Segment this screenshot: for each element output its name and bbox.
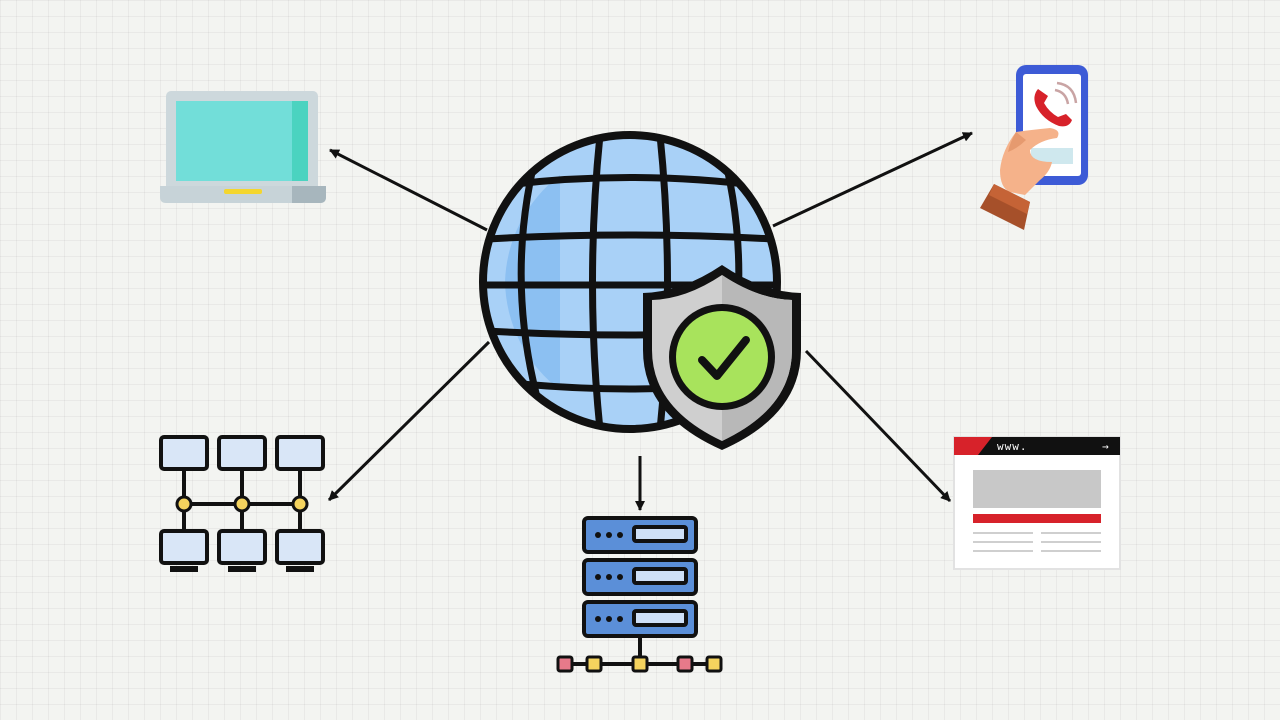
browser-url-label: www. bbox=[997, 440, 1028, 453]
network-computer-row-top bbox=[159, 435, 325, 471]
shield-check-icon bbox=[643, 265, 801, 450]
arrow-to-phone bbox=[772, 131, 973, 228]
server-rack-icon bbox=[556, 516, 723, 673]
phone-call-icon bbox=[980, 65, 1088, 230]
laptop-icon bbox=[160, 91, 326, 203]
browser-go-arrow: → bbox=[1102, 440, 1110, 453]
globe-shield-check-icon bbox=[479, 131, 801, 450]
network-computer-row-bottom bbox=[159, 529, 325, 572]
network-topology-icon bbox=[159, 435, 325, 572]
arrow-to-laptop bbox=[329, 148, 488, 232]
arrow-to-website bbox=[804, 349, 952, 503]
arrow-to-network bbox=[327, 340, 491, 502]
connection-arrows bbox=[327, 131, 973, 511]
browser-window-icon: www. → bbox=[953, 436, 1121, 570]
